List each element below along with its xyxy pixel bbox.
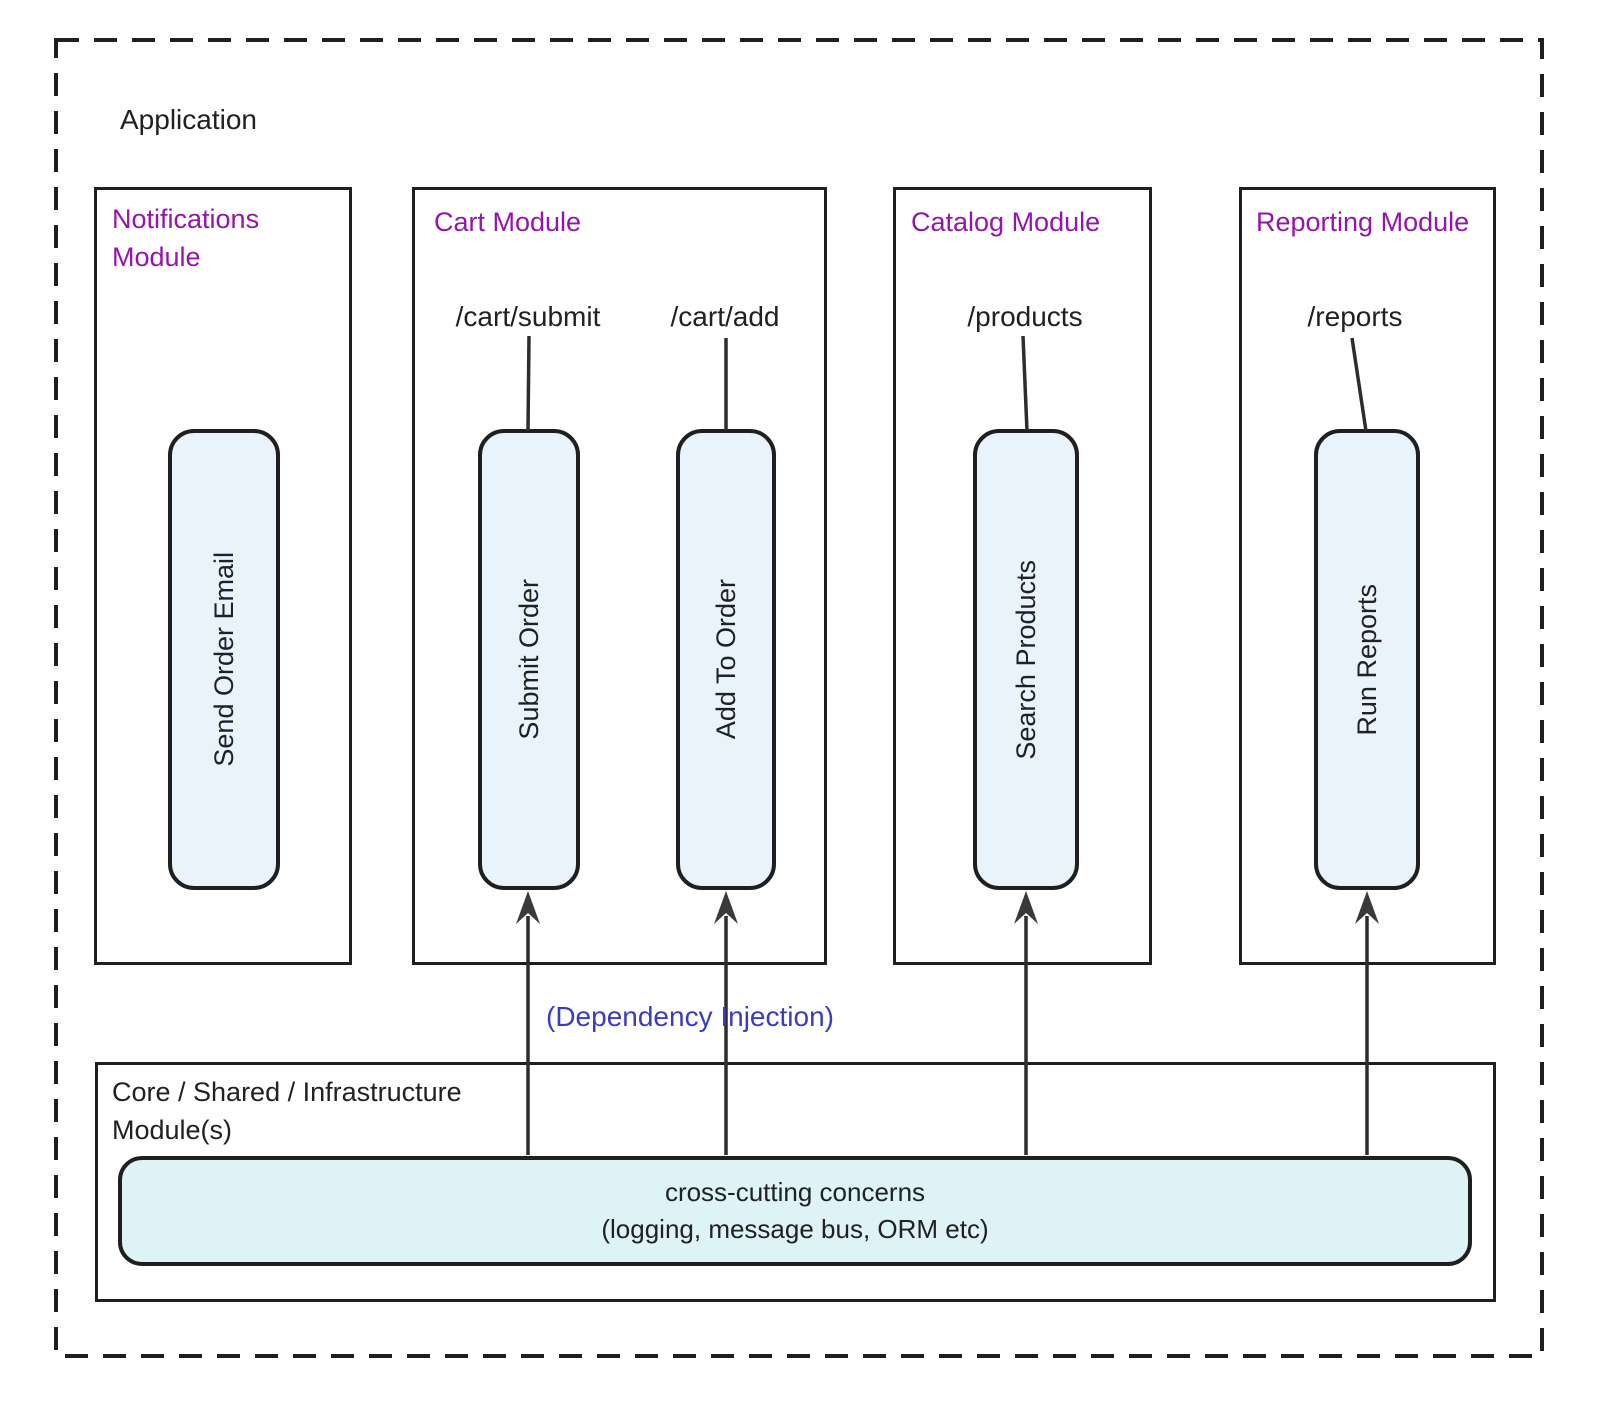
core-module-title: Core / Shared / Infrastructure Module(s) <box>112 1077 462 1145</box>
component-submit-order: Submit Order <box>478 429 580 890</box>
route-label-reports: /reports <box>1307 301 1403 332</box>
dependency-injection-label: (Dependency Injection) <box>546 1001 834 1032</box>
module-title-notifications: Notifications Module <box>112 204 260 272</box>
core-module-box: Core / Shared / Infrastructure Module(s)… <box>95 1062 1496 1302</box>
route-label-cart-add: /cart/add <box>670 301 780 332</box>
component-label: Submit Order <box>513 579 544 740</box>
route-label-products: /products <box>967 301 1083 332</box>
cross-cutting-concerns-box: cross-cutting concerns (logging, message… <box>118 1156 1472 1266</box>
component-run-reports: Run Reports <box>1314 429 1420 890</box>
module-title-catalog: Catalog Module <box>911 207 1101 237</box>
module-title-reporting: Reporting Module <box>1256 207 1470 237</box>
cross-cutting-line1: cross-cutting concerns <box>664 1177 926 1207</box>
application-label: Application <box>120 104 257 135</box>
module-title-cart: Cart Module <box>434 207 582 237</box>
component-add-to-order: Add To Order <box>676 429 776 890</box>
component-send-order-email: Send Order Email <box>168 429 280 890</box>
route-label-cart-submit: /cart/submit <box>455 301 601 332</box>
component-search-products: Search Products <box>973 429 1079 890</box>
component-label: Run Reports <box>1351 583 1382 736</box>
cross-cutting-line2: (logging, message bus, ORM etc) <box>601 1214 989 1244</box>
component-label: Send Order Email <box>208 552 239 767</box>
component-label: Add To Order <box>710 579 741 740</box>
component-label: Search Products <box>1010 559 1041 760</box>
